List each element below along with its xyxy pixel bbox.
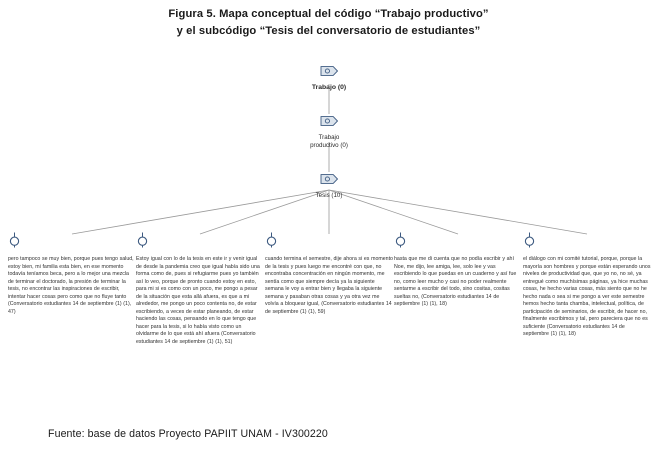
node-quote-4[interactable]: hasta que me di cuenta que no podía escr… (394, 232, 522, 309)
node-quote-2[interactable]: Estoy igual con lo de la tesis en este i… (136, 232, 264, 346)
quote-text: Estoy igual con lo de la tesis en este i… (136, 256, 260, 345)
node-quote-5[interactable]: el diálogo con mi comité tutorial, porqu… (523, 232, 651, 339)
code-tag-icon (264, 114, 394, 132)
quote-node-icon (136, 232, 264, 253)
page-title-line-2: y el subcódigo “Tesis del conversatorio … (176, 25, 481, 37)
code-tag-icon (264, 172, 394, 190)
source-note: Fuente: base de datos Proyecto PAPIIT UN… (48, 428, 328, 440)
quote-node-icon (265, 232, 393, 253)
quote-text: hasta que me di cuenta que no podía escr… (394, 256, 517, 307)
node-trabajo-productivo-label: Trabajo productivo (0) (310, 134, 348, 149)
node-trabajo[interactable]: Trabajo (0) (264, 64, 394, 92)
node-trabajo-productivo[interactable]: Trabajo productivo (0) (264, 114, 394, 149)
quote-text: cuando termina el semestre, dije ahora s… (265, 256, 393, 315)
quote-text: pero tampoco se muy bien, porque pues te… (8, 256, 134, 315)
node-tesis[interactable]: Tesis (10) (264, 172, 394, 200)
node-tesis-label: Tesis (10) (315, 192, 343, 199)
node-quote-1[interactable]: pero tampoco se muy bien, porque pues te… (8, 232, 136, 316)
quote-node-icon (523, 232, 651, 253)
page-title-line-1: Figura 5. Mapa conceptual del código “Tr… (168, 8, 489, 20)
quote-node-icon (8, 232, 136, 253)
node-trabajo-label: Trabajo (0) (311, 84, 347, 91)
code-tag-icon (264, 64, 394, 82)
node-quote-3[interactable]: cuando termina el semestre, dije ahora s… (265, 232, 393, 316)
quote-node-icon (394, 232, 522, 253)
concept-map: Trabajo (0) Trabajo productivo (0) Tesis… (0, 50, 657, 420)
quote-text: el diálogo con mi comité tutorial, porqu… (523, 256, 651, 337)
page-title: Figura 5. Mapa conceptual del código “Tr… (0, 6, 657, 40)
